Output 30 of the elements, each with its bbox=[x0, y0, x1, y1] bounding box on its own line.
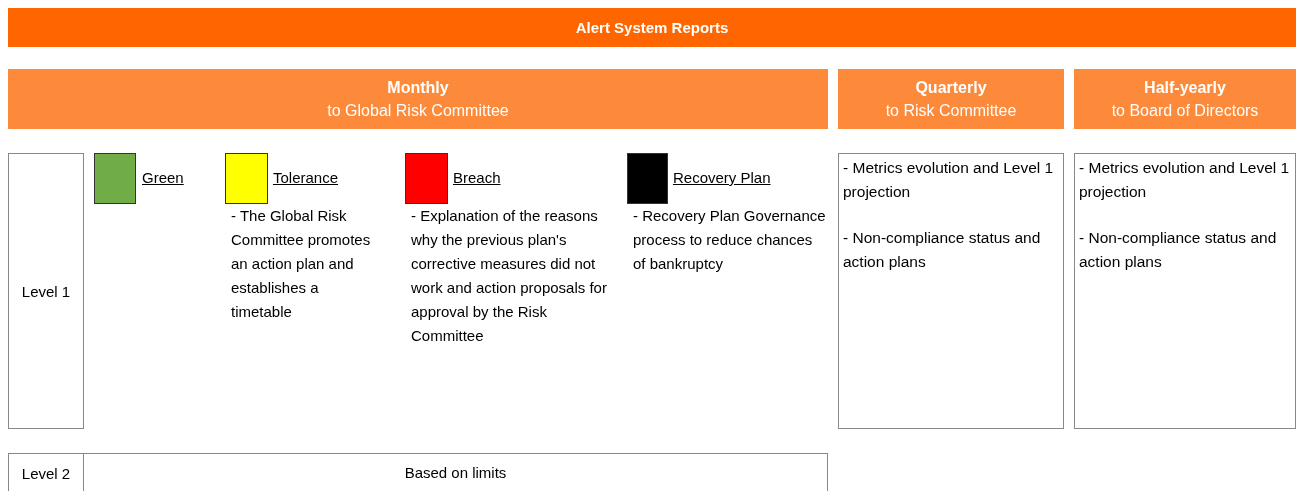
content-box bbox=[83, 453, 828, 491]
header-bar bbox=[838, 69, 1064, 129]
header-subtitle: to Global Risk Committee bbox=[327, 101, 509, 121]
status-label: Recovery Plan bbox=[673, 169, 771, 186]
description-text: - The Global Risk Committee promotes an action plan and establishes a timetable bbox=[231, 206, 372, 322]
box-text: - Metrics evolution and Level 1 projection bbox=[1079, 158, 1291, 202]
box-text: Based on limits bbox=[404, 464, 507, 481]
header-subtitle: to Board of Directors bbox=[1111, 101, 1259, 121]
box-text: Level 2 bbox=[21, 464, 71, 482]
content-box bbox=[1074, 153, 1296, 429]
header-bar bbox=[1074, 69, 1296, 129]
box-text: - Non-compliance status and action plans bbox=[843, 228, 1042, 272]
description-text: - Recovery Plan Governance process to reduce chances of bankruptcy bbox=[633, 206, 827, 274]
box-text: - Non-compliance status and action plans bbox=[1079, 228, 1278, 272]
status-label: Tolerance bbox=[273, 169, 339, 186]
level-box bbox=[8, 153, 84, 429]
status-label: Green bbox=[142, 169, 184, 186]
description-text: - Explanation of the reasons why the previous plan's corrective measures did not work and action proposals for approval by the Risk Committee bbox=[411, 206, 608, 346]
header-bar bbox=[8, 69, 828, 129]
status-label: Breach bbox=[453, 169, 501, 186]
title-bar bbox=[8, 8, 1296, 47]
header-title: Half-yearly bbox=[1144, 78, 1226, 98]
header-title: Monthly bbox=[387, 78, 449, 98]
box-text: - Metrics evolution and Level 1 projection bbox=[843, 158, 1055, 202]
header-title: Quarterly bbox=[915, 78, 987, 98]
level-box bbox=[8, 453, 84, 491]
box-text: Alert System Reports bbox=[575, 19, 729, 36]
header-subtitle: to Risk Committee bbox=[885, 101, 1017, 121]
content-box bbox=[838, 153, 1064, 429]
box-text: Level 1 bbox=[21, 282, 71, 300]
